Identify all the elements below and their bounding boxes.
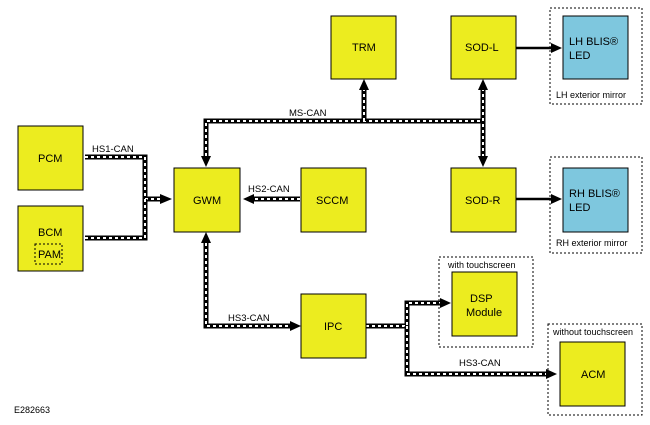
ms-trm-arrowhead: [359, 79, 369, 90]
rh-led-label-line1: RH BLIS®: [569, 188, 620, 200]
ipc-label: IPC: [324, 321, 342, 333]
rh-mirror-label: RH exterior mirror: [556, 238, 628, 248]
led-wires: [516, 43, 562, 204]
hs1-can-bus: [85, 154, 172, 241]
modules: PCM BCM PAM GWM SCCM TRM SOD-L: [17, 15, 629, 407]
sod-l-label: SOD-L: [465, 42, 499, 54]
bus-lines: [85, 43, 562, 379]
pam-label: PAM: [38, 249, 61, 261]
hs3-can-right-label: HS3-CAN: [459, 358, 501, 369]
figure-reference: E282663: [14, 405, 50, 415]
hs3-can-bus-right: [366, 298, 557, 379]
hs3-can-lower-label: HS3-CAN: [228, 313, 270, 324]
hs1-can-label: HS1-CAN: [92, 144, 134, 155]
ms-sodl-arrowhead: [478, 79, 488, 90]
hs3-can-bus-lower: [201, 232, 301, 331]
hs2-can-bus: [243, 194, 300, 204]
rh-led-label-line2: LED: [569, 202, 590, 214]
trm-label: TRM: [352, 42, 376, 54]
ipc-module: IPC: [300, 293, 367, 359]
sod-l-module: SOD-L: [450, 15, 517, 80]
acm-label: ACM: [581, 369, 605, 381]
bus-labels: HS1-CAN HS2-CAN MS-CAN HS3-CAN HS3-CAN: [92, 108, 501, 369]
lh-led-label-line1: LH BLIS®: [569, 36, 618, 48]
with-touchscreen-label: with touchscreen: [447, 260, 516, 270]
sod-r-module: SOD-R: [450, 167, 517, 233]
without-touchscreen-group: [547, 323, 643, 416]
group-boxes: LH exterior mirror RH exterior mirror wi…: [438, 7, 643, 416]
hs2-arrowhead: [243, 194, 254, 204]
sccm-label: SCCM: [316, 195, 348, 207]
rh-mirror-group: [549, 156, 643, 254]
dsp-label-line1: DSP: [470, 293, 493, 305]
bcm-module: BCM PAM: [17, 205, 84, 272]
acm-module: ACM: [559, 341, 626, 407]
hs3-gwm-arrowhead: [201, 232, 211, 243]
without-touchscreen-label: without touchscreen: [552, 327, 633, 337]
ms-sodr-arrowhead: [478, 156, 488, 167]
trm-module: TRM: [330, 15, 397, 80]
rh-led-arrowhead: [551, 194, 562, 204]
ms-can-label: MS-CAN: [289, 108, 327, 119]
ms-gwm-arrowhead: [201, 156, 211, 167]
pam-sub-box: [34, 243, 63, 265]
rh-blis-led: RH BLIS® LED: [562, 167, 629, 233]
sod-r-label: SOD-R: [465, 195, 501, 207]
lh-mirror-group: [549, 7, 643, 105]
pcm-label: PCM: [38, 153, 62, 165]
hs3-ipc-arrowhead: [290, 321, 301, 331]
lh-blis-led: LH BLIS® LED: [562, 15, 629, 80]
lh-led-arrowhead: [551, 43, 562, 53]
sccm-module: SCCM: [300, 167, 367, 233]
gwm-label: GWM: [193, 195, 221, 207]
gwm-module: GWM: [173, 167, 241, 233]
dsp-module: DSP Module: [451, 271, 518, 337]
bcm-label: BCM: [38, 227, 62, 239]
lh-led-label-line2: LED: [569, 50, 590, 62]
lh-mirror-label: LH exterior mirror: [556, 90, 626, 100]
hs2-can-label: HS2-CAN: [248, 184, 290, 195]
dsp-label-line2: Module: [466, 307, 502, 319]
pcm-module: PCM: [17, 125, 84, 191]
hs3-dsp-arrowhead: [440, 298, 451, 308]
ms-can-bus: [201, 79, 488, 167]
hs3-acm-arrowhead: [546, 369, 557, 379]
hs1-arrowhead: [160, 194, 172, 204]
